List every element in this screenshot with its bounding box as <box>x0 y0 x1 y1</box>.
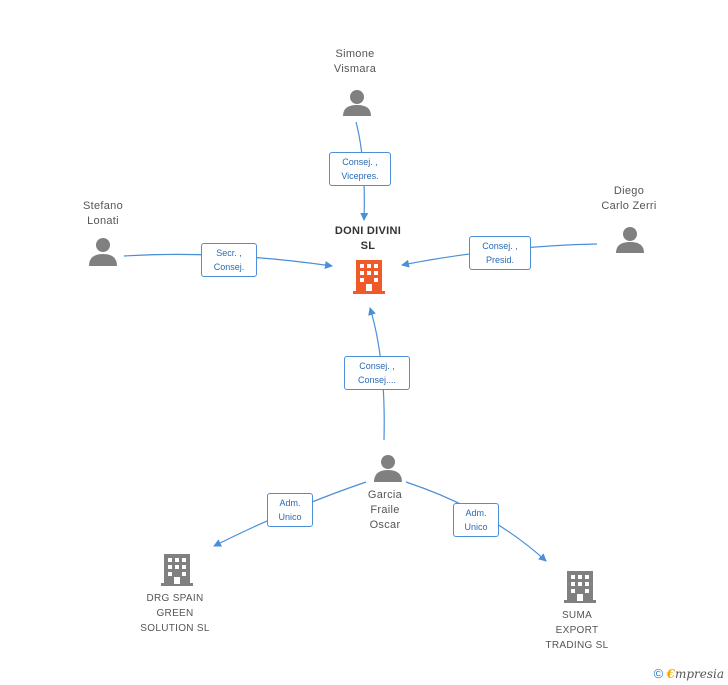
person-label-simone[interactable]: Simone Vismara <box>310 47 400 77</box>
relation-line1: Consej. , <box>359 361 395 371</box>
brand-logo: €mpresia <box>667 667 724 681</box>
person-icon-diego[interactable] <box>616 227 644 253</box>
relation-line1: Adm. <box>465 508 487 518</box>
relation-line2: Consej. <box>213 262 245 272</box>
company-name-line2: EXPORT <box>555 625 599 636</box>
center-name-line2: SL <box>360 240 376 252</box>
person-name-line2: Fraile <box>370 504 400 516</box>
person-label-garcia[interactable]: Garcia Fraile Oscar <box>340 488 430 533</box>
person-icon-simone[interactable] <box>343 90 371 116</box>
person-name-line2: Lonati <box>87 215 119 227</box>
person-icon-stefano[interactable] <box>89 238 117 266</box>
relation-line2: Consej.... <box>357 375 397 385</box>
person-icon-garcia[interactable] <box>374 455 402 482</box>
company-label-suma[interactable]: SUMA EXPORT TRADING SL <box>522 608 632 653</box>
center-name-line1: DONI DIVINI <box>334 225 402 237</box>
company-name-line1: SUMA <box>561 610 593 621</box>
center-building-icon[interactable] <box>353 260 385 294</box>
person-name-line1: Diego <box>613 185 645 197</box>
relation-line2: Unico <box>464 522 488 532</box>
person-label-stefano[interactable]: Stefano Lonati <box>58 199 148 229</box>
relation-line2: Presid. <box>485 255 514 265</box>
company-name-line1: DRG SPAIN <box>146 593 204 604</box>
relation-box-garcia[interactable]: Consej. , Consej.... <box>344 356 410 390</box>
drg-building-icon[interactable] <box>161 554 193 586</box>
copyright-icon: © <box>653 666 664 681</box>
brand-e-letter: € <box>666 667 675 681</box>
relation-line1: Consej. , <box>482 241 518 251</box>
suma-building-icon[interactable] <box>564 571 596 603</box>
relation-line1: Secr. , <box>216 248 242 258</box>
company-label-drg[interactable]: DRG SPAIN GREEN SOLUTION SL <box>120 591 230 636</box>
brand-name: mpresia <box>674 667 724 681</box>
relation-box-drg[interactable]: Adm. Unico <box>267 493 313 527</box>
person-label-diego[interactable]: Diego Carlo Zerri <box>584 184 674 214</box>
company-name-line3: SOLUTION SL <box>140 623 210 634</box>
empresia-footer[interactable]: © €mpresia <box>654 666 724 681</box>
relation-box-simone[interactable]: Consej. , Vicepres. <box>329 152 391 186</box>
relation-line2: Unico <box>278 512 302 522</box>
relation-box-stefano[interactable]: Secr. , Consej. <box>201 243 257 277</box>
person-name-line1: Simone <box>335 48 375 60</box>
relation-box-diego[interactable]: Consej. , Presid. <box>469 236 531 270</box>
relation-line1: Adm. <box>279 498 301 508</box>
relation-line2: Vicepres. <box>341 171 379 181</box>
company-name-line2: GREEN <box>156 608 194 619</box>
person-name-line2: Vismara <box>333 63 377 75</box>
relation-box-suma[interactable]: Adm. Unico <box>453 503 499 537</box>
center-company-name[interactable]: DONI DIVINI SL <box>322 224 414 254</box>
person-name-line1: Stefano <box>82 200 124 212</box>
person-name-line2: Carlo Zerri <box>601 200 657 212</box>
company-name-line3: TRADING SL <box>545 640 609 651</box>
relation-line1: Consej. , <box>342 157 378 167</box>
person-name-line3: Oscar <box>369 519 401 531</box>
person-name-line1: Garcia <box>367 489 403 501</box>
